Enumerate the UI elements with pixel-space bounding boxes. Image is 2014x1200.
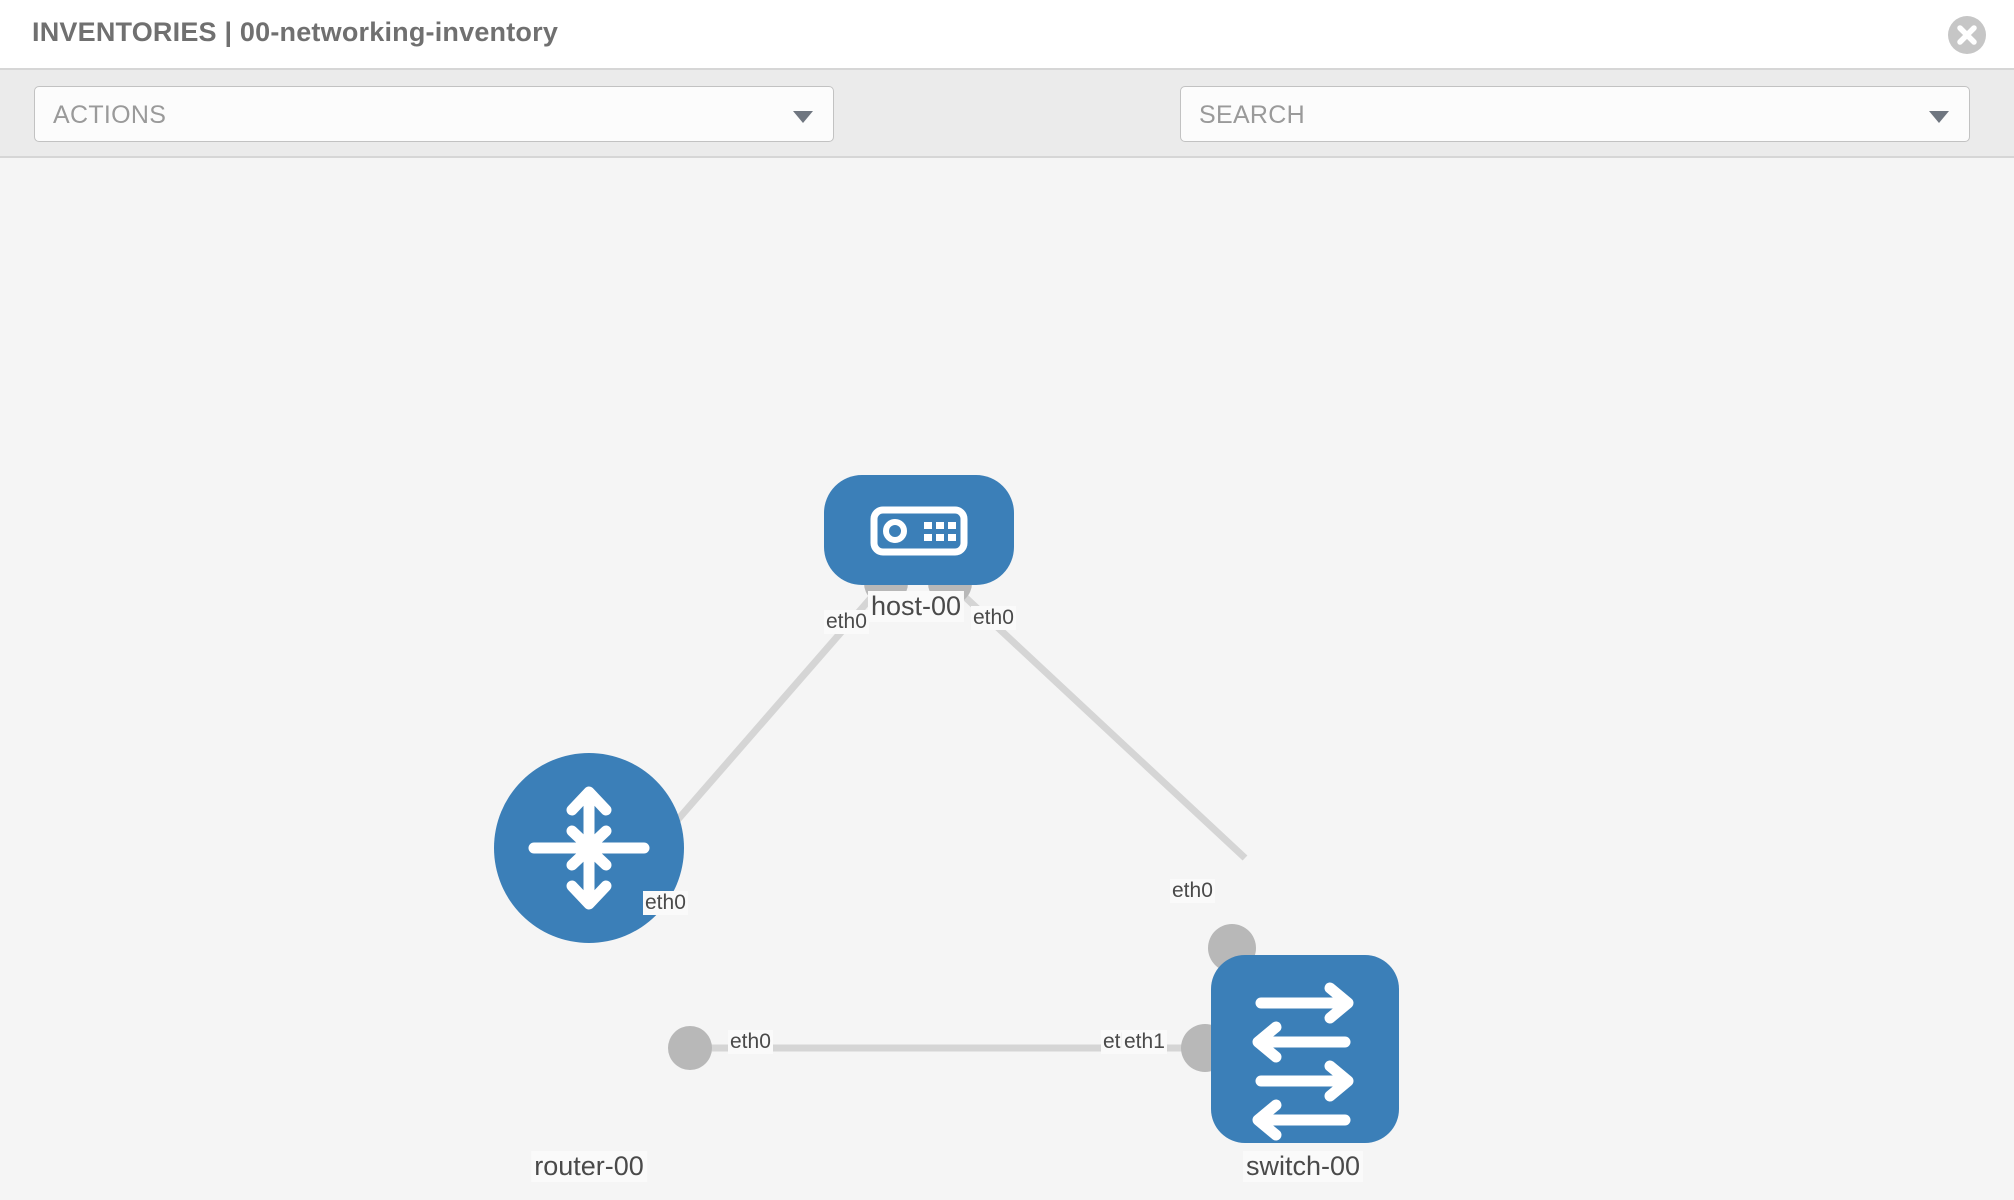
connector-router00-right bbox=[668, 1026, 712, 1070]
iface-label-host00-right: eth0 bbox=[971, 606, 1016, 630]
iface-label-switch00-up: eth0 bbox=[1170, 879, 1215, 903]
actions-dropdown-label: ACTIONS bbox=[53, 101, 167, 129]
chevron-down-icon[interactable] bbox=[1929, 111, 1949, 123]
iface-label-router00-right: eth0 bbox=[728, 1030, 773, 1054]
actions-dropdown[interactable]: ACTIONS bbox=[34, 86, 834, 142]
host-device-icon bbox=[870, 506, 968, 556]
close-icon[interactable] bbox=[1948, 16, 1986, 54]
toolbar: ACTIONS SEARCH bbox=[0, 70, 2014, 204]
switch-arrows-icon bbox=[1252, 982, 1354, 1141]
node-label-router-00[interactable]: router-00 bbox=[531, 1151, 647, 1182]
router-arrows-icon bbox=[528, 786, 650, 910]
iface-label-host00-left: eth0 bbox=[824, 610, 869, 634]
topology-connectors bbox=[668, 561, 1256, 1072]
chevron-down-icon bbox=[793, 111, 813, 123]
topology-canvas[interactable]: host-00 router-00 switch-00 eth0 eth0 et… bbox=[0, 158, 2014, 1200]
search-placeholder: SEARCH bbox=[1199, 101, 1305, 129]
node-switch-00 bbox=[1211, 955, 1399, 1143]
node-host-00 bbox=[824, 475, 1014, 585]
iface-label-router00-up: eth0 bbox=[643, 891, 688, 915]
topology-graph bbox=[494, 475, 1399, 1143]
node-label-switch-00[interactable]: switch-00 bbox=[1242, 1151, 1364, 1182]
iface-label-switch00-left-eth1: eth1 bbox=[1122, 1030, 1167, 1054]
topology-links bbox=[637, 580, 1248, 1052]
page-title: INVENTORIES | 00-networking-inventory bbox=[32, 17, 559, 47]
node-label-host-00[interactable]: host-00 bbox=[867, 591, 965, 622]
page-header: INVENTORIES | 00-networking-inventory bbox=[0, 0, 2014, 70]
search-input[interactable]: SEARCH bbox=[1180, 86, 1970, 142]
node-router-00 bbox=[494, 753, 684, 943]
